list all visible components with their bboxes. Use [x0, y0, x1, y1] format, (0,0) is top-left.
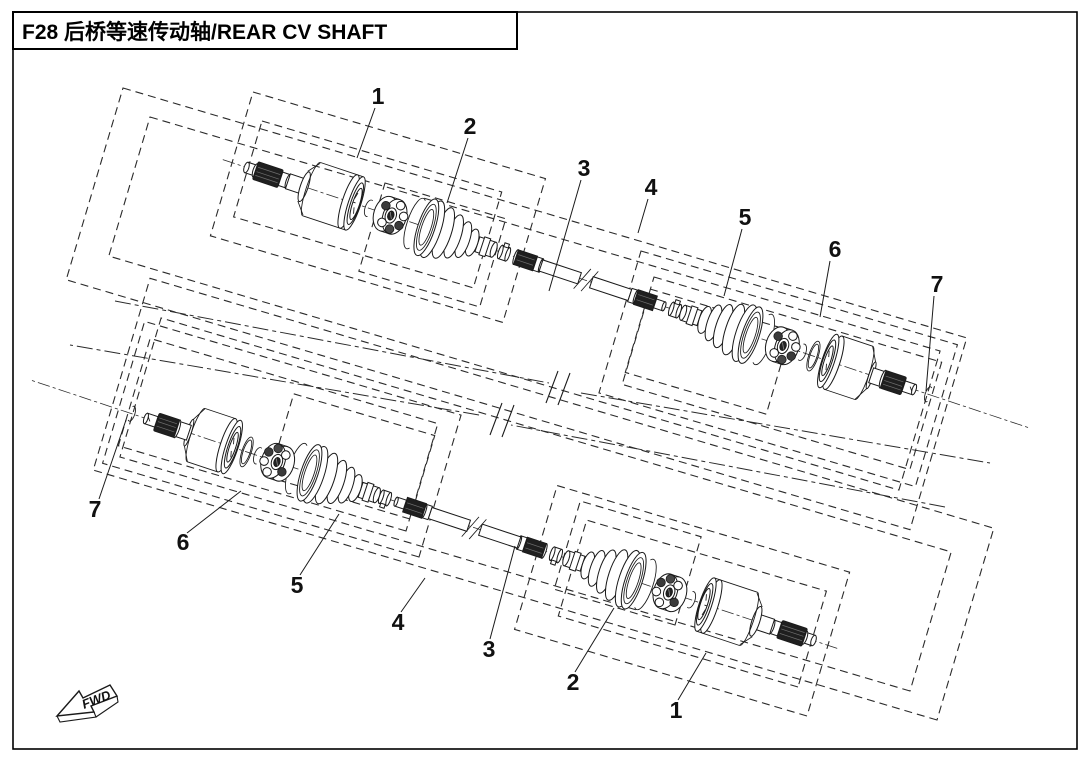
- callout-upper-2: 2: [464, 113, 477, 139]
- callout-lower-4: 4: [392, 609, 405, 635]
- callout-upper-5: 5: [739, 204, 752, 230]
- upper-callout-leaders: [356, 107, 935, 392]
- lower-callouts: 7 6 5 4 3 2 1: [89, 496, 683, 723]
- callout-lower-6: 6: [177, 529, 190, 555]
- callout-upper-7: 7: [931, 271, 944, 297]
- upper-cv-shaft-assembly: [66, 88, 1039, 530]
- callout-upper-6: 6: [829, 236, 842, 262]
- callout-lower-5: 5: [291, 572, 304, 598]
- title-block: F28 后桥等速传动轴/REAR CV SHAFT: [12, 11, 518, 50]
- lower-callout-leaders: [98, 419, 707, 701]
- title-box: [12, 11, 518, 50]
- callout-lower-7: 7: [89, 496, 102, 522]
- callout-lower-1: 1: [670, 697, 683, 723]
- upper-callouts: 1 2 3 4 5 6 7: [372, 83, 944, 297]
- callout-upper-1: 1: [372, 83, 385, 109]
- lower-cv-shaft-assembly: [21, 278, 994, 720]
- page-border: [12, 11, 1078, 750]
- callout-lower-3: 3: [483, 636, 496, 662]
- callout-lower-2: 2: [567, 669, 580, 695]
- callout-upper-3: 3: [578, 155, 591, 181]
- page-title: F28 后桥等速传动轴/REAR CV SHAFT: [22, 20, 387, 44]
- callout-upper-4: 4: [645, 174, 658, 200]
- fwd-direction-arrow: FWD: [55, 684, 119, 723]
